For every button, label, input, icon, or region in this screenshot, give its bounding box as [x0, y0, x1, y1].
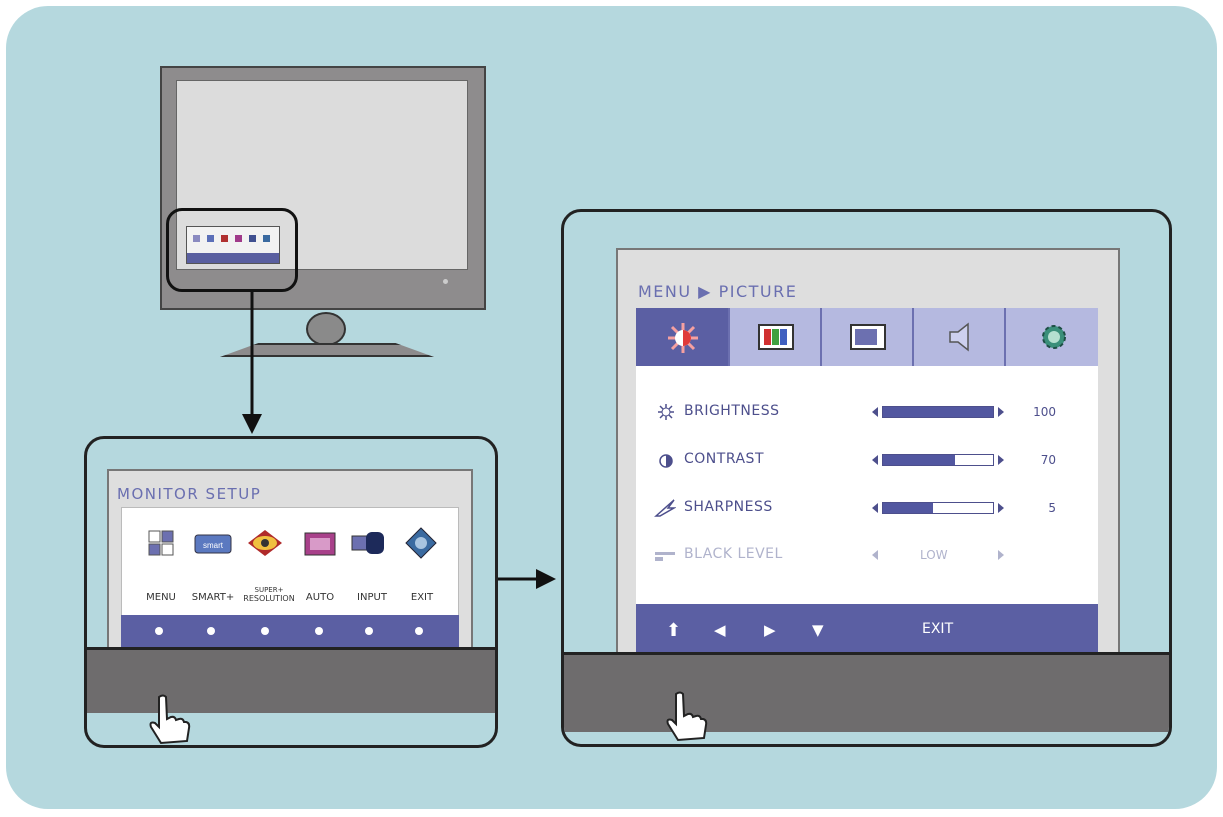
sharpness-slider[interactable]: [882, 502, 994, 514]
stand-neck: [306, 312, 346, 346]
contrast-icon: [659, 454, 673, 468]
sun-icon: [658, 404, 674, 420]
tab-picture[interactable]: [636, 308, 728, 366]
auto-label: AUTO: [305, 592, 335, 603]
brightness-value: 100: [1033, 405, 1056, 419]
settings-body: BRIGHTNESS 100 CONTRAST 70 SHARPNESS: [636, 366, 1098, 604]
picture-menu-panel: MENU ▶ PICTURE: [561, 209, 1172, 747]
contrast-slider[interactable]: [882, 454, 994, 466]
right-arrow-head: [536, 569, 556, 589]
exit-label: EXIT: [410, 592, 434, 603]
tab-display[interactable]: [820, 308, 912, 366]
mini-eye-icon: [221, 235, 228, 242]
contrast-value: 70: [1040, 453, 1056, 467]
osd-title: MONITOR SETUP: [117, 485, 262, 503]
button-dot-smart: [207, 627, 215, 635]
down-arrow-head: [242, 414, 262, 434]
display-icon: [850, 324, 886, 350]
monitor-setup-osd: MONITOR SETUP smart: [107, 469, 473, 665]
button-dot-resolution: [261, 627, 269, 635]
osd-highlight-circle: [166, 208, 298, 292]
mini-osd: [186, 226, 280, 264]
mini-smart-icon: [207, 235, 214, 242]
smart-plus-label: SMART+: [191, 592, 235, 603]
svg-text:smart: smart: [203, 541, 224, 550]
sharpness-icon: [654, 499, 676, 517]
sharpness-label: SHARPNESS: [684, 499, 773, 515]
mini-input-icon: [249, 235, 256, 242]
nav-up-icon[interactable]: ⬆: [666, 620, 682, 641]
mini-exit-icon: [263, 235, 270, 242]
menu-label: MENU: [146, 592, 176, 603]
black-level-icon: [655, 552, 675, 561]
button-dot-exit: [415, 627, 423, 635]
input-label: INPUT: [357, 592, 387, 603]
pointing-hand-icon-right: [666, 691, 708, 742]
category-tabs: [636, 308, 1098, 366]
contrast-label: CONTRAST: [684, 451, 764, 467]
brightness-decrease[interactable]: [872, 407, 878, 417]
black-level-label: BLACK LEVEL: [684, 546, 783, 562]
smart-plus-icon: smart: [194, 534, 232, 554]
picture-osd: MENU ▶ PICTURE: [616, 248, 1120, 658]
eye-icon: [248, 530, 282, 556]
brightness-label: BRIGHTNESS: [684, 403, 780, 419]
auto-icon: [304, 532, 336, 556]
sharpness-fill: [883, 503, 933, 513]
black-level-value: LOW: [920, 548, 948, 562]
mini-menu-icon: [193, 235, 200, 242]
tab-setup[interactable]: [1004, 308, 1098, 366]
sharpness-value: 5: [1048, 501, 1056, 515]
power-led: [443, 279, 448, 284]
sharpness-decrease[interactable]: [872, 503, 878, 513]
nav-down-icon[interactable]: ▼: [812, 621, 824, 639]
menu-grid-icon: [148, 530, 174, 556]
button-dot-auto: [315, 627, 323, 635]
contrast-decrease[interactable]: [872, 455, 878, 465]
brightness-slider[interactable]: [882, 406, 994, 418]
brightness-icon: [668, 323, 698, 353]
super-resolution-label: SUPER+ RESOLUTION: [243, 586, 295, 603]
nav-right-icon[interactable]: ▶: [764, 621, 776, 639]
mini-osd-bar: [187, 253, 279, 263]
exit-icon: [405, 527, 437, 559]
button-dot-menu: [155, 627, 163, 635]
tab-color[interactable]: [728, 308, 820, 366]
input-icon: [351, 532, 384, 554]
sharpness-increase[interactable]: [998, 503, 1004, 513]
monitor-bezel-strip: [87, 647, 495, 713]
speaker-icon: [949, 322, 969, 352]
nav-left-icon[interactable]: ◀: [714, 621, 726, 639]
breadcrumb: MENU ▶ PICTURE: [638, 282, 798, 301]
brightness-increase[interactable]: [998, 407, 1004, 417]
pointing-hand-icon: [149, 694, 191, 745]
nav-exit-button[interactable]: EXIT: [922, 621, 954, 637]
monitor-setup-panel: MONITOR SETUP smart: [84, 436, 498, 748]
tab-sound[interactable]: [912, 308, 1004, 366]
gear-icon: [1042, 325, 1066, 349]
osd-button-bar: [121, 615, 459, 647]
black-level-increase: [998, 550, 1004, 560]
mini-auto-icon: [235, 235, 242, 242]
button-dot-input: [365, 627, 373, 635]
monitor-bezel-strip-right: [564, 652, 1169, 732]
contrast-fill: [883, 455, 955, 465]
black-level-decrease: [872, 550, 878, 560]
brightness-fill: [883, 407, 993, 417]
osd-nav-bar: ⬆ ◀ ▶ ▼ EXIT: [636, 604, 1098, 656]
color-bars-icon: [758, 324, 794, 350]
contrast-increase[interactable]: [998, 455, 1004, 465]
